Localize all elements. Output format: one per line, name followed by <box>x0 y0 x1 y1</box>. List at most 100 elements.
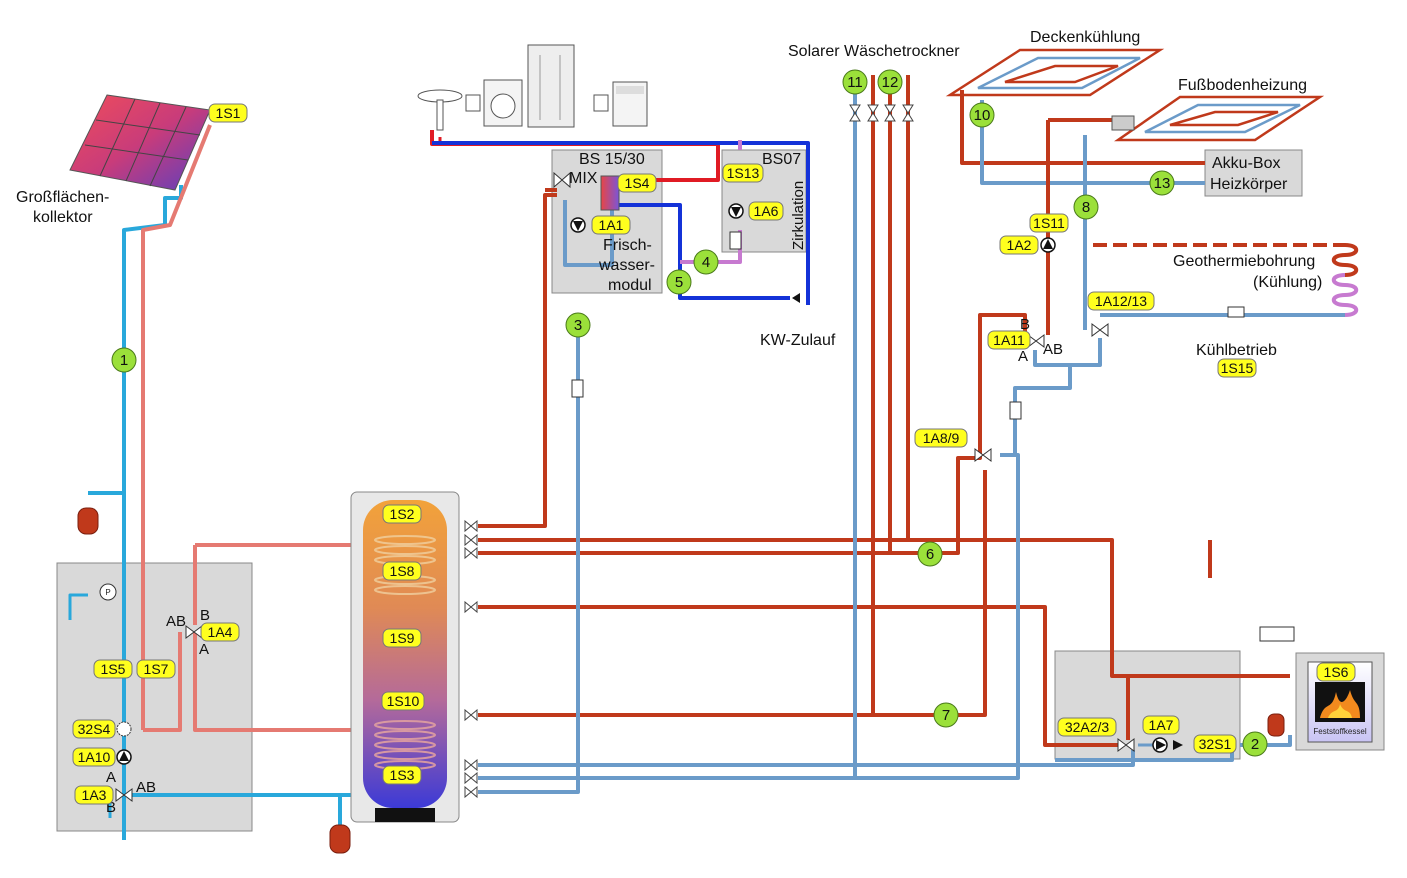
circle-8: 8 <box>1073 194 1099 220</box>
svg-text:4: 4 <box>702 254 710 271</box>
svg-text:1A10: 1A10 <box>78 749 111 765</box>
svg-text:AB: AB <box>166 613 186 630</box>
dryer-valves <box>849 104 914 122</box>
tag-32s4: 32S4 <box>72 719 116 739</box>
fw-label-2: wasser- <box>598 257 655 274</box>
floor-coil <box>1114 95 1325 142</box>
three-way-valve-icon <box>115 171 1135 802</box>
svg-text:AB: AB <box>136 779 156 796</box>
tag-1s8: 1S8 <box>382 561 422 581</box>
tag-1a1: 1A1 <box>591 215 631 235</box>
tag-1s13: 1S13 <box>722 163 764 183</box>
solar-collector-icon <box>69 94 211 191</box>
tag-1s15: 1S15 <box>1217 358 1257 378</box>
tag-1s3: 1S3 <box>382 765 422 785</box>
svg-text:1S1: 1S1 <box>216 105 241 121</box>
svg-text:1S6: 1S6 <box>1324 664 1349 680</box>
svg-text:1A3: 1A3 <box>82 787 107 803</box>
tag-1s1: 1S1 <box>208 103 248 123</box>
heat-exchanger-icon <box>600 175 620 211</box>
svg-text:1S5: 1S5 <box>101 661 126 677</box>
dishwasher-icon <box>612 81 648 127</box>
geo-label-2: (Kühlung) <box>1253 274 1322 291</box>
collector-label-2: kollektor <box>33 209 93 226</box>
tag-1a6: 1A6 <box>748 201 784 221</box>
kw-label: KW-Zulauf <box>760 332 836 349</box>
akku-label: Akku-Box <box>1212 155 1280 172</box>
svg-text:1A1: 1A1 <box>599 217 624 233</box>
svg-text:1A2: 1A2 <box>1007 237 1032 253</box>
floor-label: Fußbodenheizung <box>1178 77 1307 94</box>
boiler-label: Feststoffkessel <box>1313 727 1366 736</box>
svg-text:12: 12 <box>882 74 899 91</box>
svg-text:B: B <box>1020 316 1030 333</box>
svg-text:1S10: 1S10 <box>387 693 420 709</box>
circle-12: 12 <box>877 69 903 95</box>
ceiling-coil <box>945 48 1165 97</box>
geo-label: Geothermiebohrung <box>1173 253 1315 270</box>
boiler-gauge <box>1259 626 1295 642</box>
tag-1s6: 1S6 <box>1316 662 1356 682</box>
circle-4: 4 <box>693 249 719 275</box>
svg-text:1A12/13: 1A12/13 <box>1095 293 1147 309</box>
circle-7: 7 <box>933 702 959 728</box>
tag-1a3: 1A3 <box>74 785 114 805</box>
circle-2: 2 <box>1242 731 1268 757</box>
sink-icon <box>417 89 463 131</box>
svg-text:1S7: 1S7 <box>144 661 169 677</box>
svg-text:32S1: 32S1 <box>1199 736 1232 752</box>
sensor-icon <box>116 721 132 737</box>
svg-text:1S13: 1S13 <box>727 165 760 181</box>
tag-1s2: 1S2 <box>382 504 422 524</box>
pressure-gauge-icon <box>99 583 117 601</box>
svg-text:32A2/3: 32A2/3 <box>1065 719 1110 735</box>
circle-1: 1 <box>111 347 137 373</box>
svg-text:AB: AB <box>1043 341 1063 358</box>
svg-text:1S8: 1S8 <box>390 563 415 579</box>
svg-text:A: A <box>199 641 209 658</box>
tag-1s5: 1S5 <box>93 659 133 679</box>
akku-label-2: Heizkörper <box>1210 176 1288 193</box>
svg-text:5: 5 <box>675 274 683 291</box>
svg-text:1A6: 1A6 <box>754 203 779 219</box>
svg-text:6: 6 <box>926 546 934 563</box>
svg-text:3: 3 <box>574 317 582 334</box>
bs1530-label: BS 15/30 <box>579 151 645 168</box>
svg-text:A: A <box>1018 348 1028 365</box>
circle-3: 3 <box>565 312 591 338</box>
check-valve-icon <box>571 231 1245 420</box>
svg-text:1S2: 1S2 <box>390 506 415 522</box>
svg-text:B: B <box>106 799 116 816</box>
akku-box <box>1204 149 1303 197</box>
tag-32s1: 32S1 <box>1193 734 1237 754</box>
svg-text:2: 2 <box>1251 736 1259 753</box>
svg-text:B: B <box>200 607 210 624</box>
valve-letters: B AB A A AB B B AB A <box>106 316 1063 816</box>
svg-text:13: 13 <box>1154 175 1171 192</box>
tag-1a12-13: 1A12/13 <box>1087 291 1155 311</box>
tag-1s7: 1S7 <box>136 659 176 679</box>
mix-label: MIX <box>569 170 598 187</box>
svg-text:1S4: 1S4 <box>625 175 650 191</box>
svg-text:11: 11 <box>847 74 863 91</box>
cooling-label: Kühlbetrieb <box>1196 342 1277 359</box>
svg-text:1S9: 1S9 <box>390 630 415 646</box>
expansion-vessel-icon <box>77 507 1285 854</box>
tag-1a10: 1A10 <box>72 747 116 767</box>
svg-text:1S3: 1S3 <box>390 767 415 783</box>
svg-text:32S4: 32S4 <box>78 721 111 737</box>
circle-6: 6 <box>917 541 943 567</box>
svg-text:1A11: 1A11 <box>993 332 1025 348</box>
tag-1a11: 1A11 <box>987 330 1031 350</box>
tag-1a4: 1A4 <box>200 622 240 642</box>
tag-1s9: 1S9 <box>382 628 422 648</box>
tag-1a7: 1A7 <box>1142 715 1180 735</box>
ceiling-label: Deckenkühlung <box>1030 29 1140 46</box>
tag-1a2: 1A2 <box>999 235 1039 255</box>
washing-machine-icon <box>483 79 523 127</box>
tag-1s10: 1S10 <box>381 691 425 711</box>
fw-label-1: Frisch- <box>603 237 652 254</box>
svg-text:1A7: 1A7 <box>1149 717 1174 733</box>
tank-valves <box>464 519 478 799</box>
dryer-label: Solarer Wäschetrockner <box>788 43 960 60</box>
